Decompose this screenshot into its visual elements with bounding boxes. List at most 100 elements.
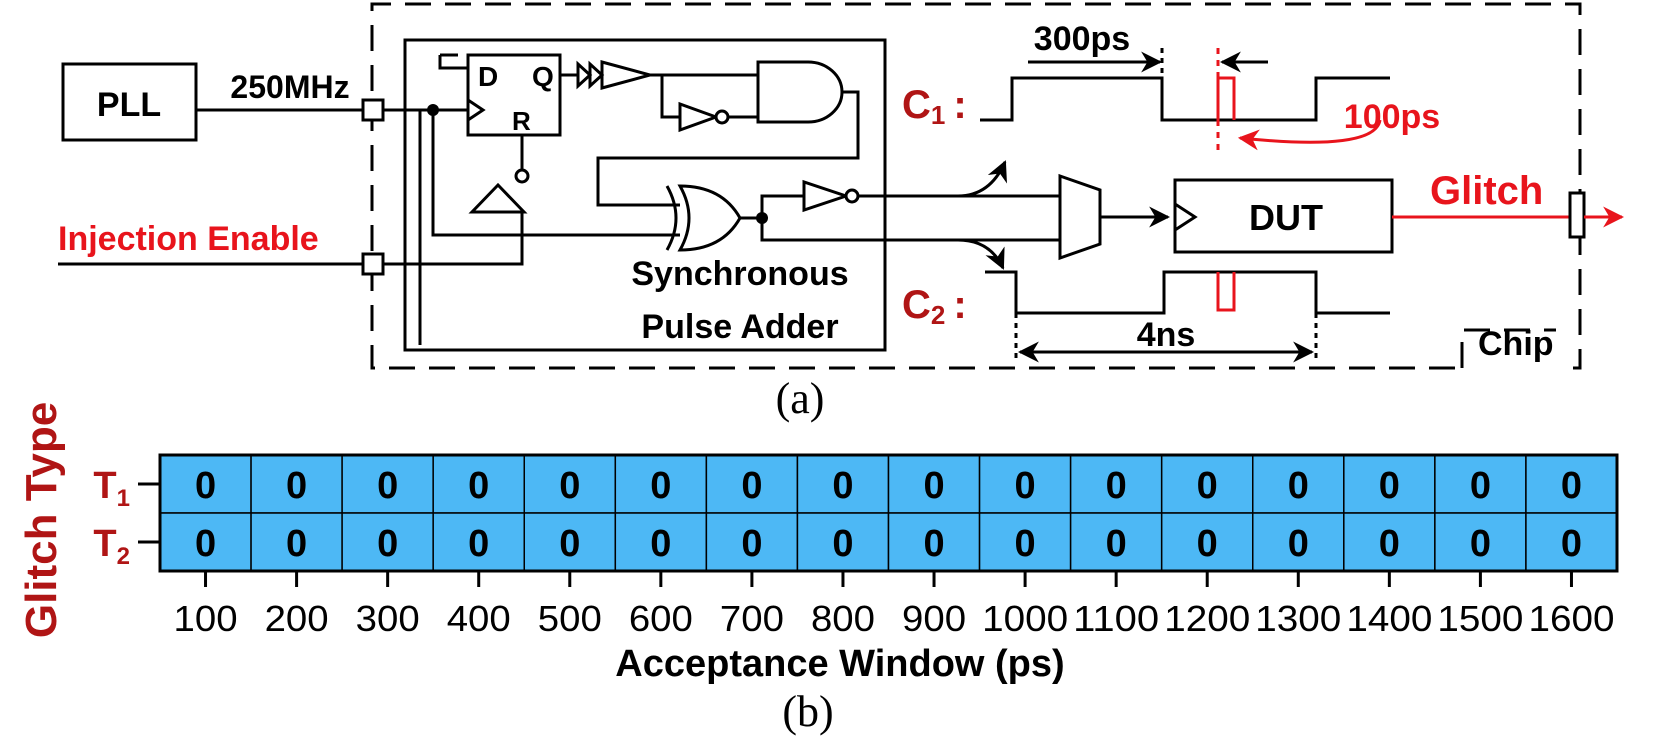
t100-label: 100ps [1344, 98, 1440, 136]
heatmap-cell [341, 512, 434, 572]
cell-value: 0 [650, 465, 671, 507]
cell-value: 0 [286, 523, 307, 565]
heatmap-cell [1069, 454, 1163, 514]
heatmap-cell [159, 512, 252, 572]
cell-value: 0 [559, 523, 580, 565]
chip-label-bracket [1460, 328, 1556, 368]
heatmap-border [158, 453, 1619, 573]
x-tick-label: 1300 [1255, 598, 1341, 639]
c1-waveform [980, 76, 1390, 122]
arrow-to-c1 [957, 160, 1007, 198]
x-tick-label: 1500 [1437, 598, 1523, 639]
chip-label: Chip [1478, 325, 1554, 363]
x-tick-label: 500 [538, 598, 602, 639]
x-axis-label: Acceptance Window (ps) [615, 643, 1064, 685]
y-axis-label: Glitch Type [17, 402, 66, 638]
cell-value: 0 [1470, 523, 1491, 565]
cell-value: 0 [741, 465, 762, 507]
x-tick-label: 1400 [1346, 598, 1432, 639]
x-tick-label: 400 [447, 598, 511, 639]
dff [466, 53, 562, 137]
cell-value: 0 [1197, 465, 1218, 507]
cell-value: 0 [832, 523, 853, 565]
heatmap-cell [1343, 512, 1436, 572]
spa-block [403, 38, 887, 352]
arrow-to-c2 [957, 238, 1005, 270]
chip-boundary [370, 2, 1582, 370]
circuit-labels: PLL 250MHz Injection Enable D Q R Synchr… [58, 20, 1554, 423]
cell-value: 0 [1470, 465, 1491, 507]
cell-value: 0 [1379, 465, 1400, 507]
cell-value: 0 [923, 523, 944, 565]
heatmap-cell [1434, 512, 1527, 572]
out-inverter-bubble [844, 188, 860, 204]
dut-clock-symbol [1174, 202, 1198, 232]
cell-value: 0 [1015, 523, 1036, 565]
clock-pad [361, 98, 385, 122]
heatmap-cell [250, 512, 343, 572]
cell-value: 0 [1015, 465, 1036, 507]
cell-value: 0 [923, 465, 944, 507]
t4ns-label: 4ns [1137, 316, 1196, 354]
pll-label: PLL [97, 86, 161, 124]
heatmap-cell [1434, 454, 1527, 514]
cell-value: 0 [1106, 465, 1127, 507]
spa-label-line1: Synchronous [631, 255, 848, 293]
pll-block [61, 62, 198, 142]
ff-q-label: Q [532, 61, 554, 92]
freq-label: 250MHz [230, 69, 349, 105]
xor-to-mux [760, 218, 1060, 242]
x-tick-label: 1100 [1073, 598, 1159, 639]
cell-value: 0 [1197, 523, 1218, 565]
cell-value: 0 [377, 523, 398, 565]
injection-label: Injection Enable [58, 220, 319, 258]
row-label: T2 [93, 523, 130, 570]
cell-value: 0 [832, 465, 853, 507]
c2-waveform [985, 270, 1390, 315]
cell-value: 0 [468, 523, 489, 565]
cell-value: 0 [1288, 465, 1309, 507]
heatmap-cell [250, 454, 343, 514]
row-label: T1 [93, 465, 130, 512]
cell-value: 0 [195, 465, 216, 507]
reset-bubble [514, 168, 530, 184]
cell-value: 0 [559, 465, 580, 507]
t300-label: 300ps [1034, 20, 1130, 58]
x-tick-label: 900 [902, 598, 966, 639]
xor-back-arc [665, 185, 678, 251]
dff-d-tie [438, 53, 468, 70]
cell-value: 0 [650, 523, 671, 565]
clock-to-xor [431, 110, 680, 237]
c2-label: C2: [902, 283, 967, 330]
delay-inverter-bubble [714, 109, 730, 125]
c1-label: C1: [902, 83, 967, 130]
injection-pad [361, 252, 385, 276]
cell-value: 0 [286, 465, 307, 507]
xor-gate [677, 184, 742, 252]
and-gate [756, 60, 844, 124]
circuit-diagram [58, 2, 1625, 370]
injection-int-wire [383, 212, 524, 266]
cell-value: 0 [468, 465, 489, 507]
heatmap-cell [614, 512, 708, 572]
x-tick-label: 1000 [982, 598, 1068, 639]
out-inverter [802, 179, 851, 213]
cell-value: 0 [195, 523, 216, 565]
heatmap-cell [796, 454, 890, 514]
glitch-pad [1568, 191, 1586, 239]
heatmap-cell [796, 512, 890, 572]
glitch-label: Glitch [1430, 169, 1543, 213]
heatmap-cell [523, 454, 617, 514]
t100-arrow [1237, 119, 1382, 151]
spa-label-line2: Pulse Adder [641, 308, 838, 346]
mux [1058, 173, 1102, 261]
delay-branch [660, 75, 680, 119]
caption-a: (a) [776, 374, 825, 423]
cell-value: 0 [377, 465, 398, 507]
c1-glitch-pulse [1216, 76, 1236, 120]
delay-inverter [678, 101, 721, 133]
heatmap-cell [1525, 512, 1618, 572]
cell-value: 0 [741, 523, 762, 565]
